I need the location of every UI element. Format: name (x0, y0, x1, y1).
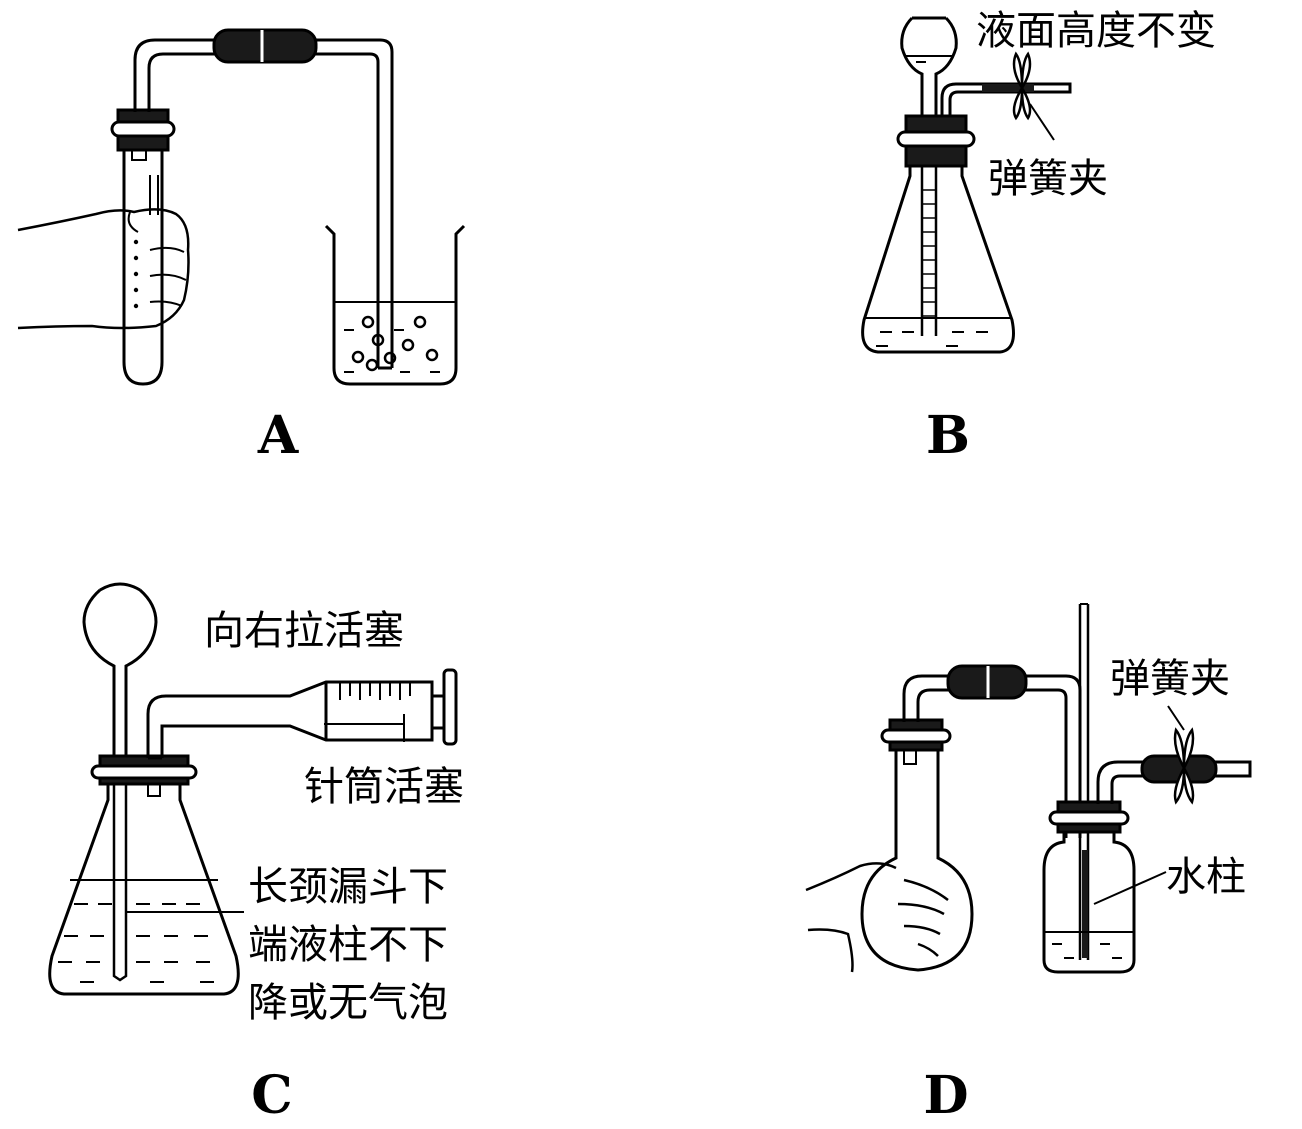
panel-d (805, 603, 1252, 974)
water-column-pointer (1093, 871, 1167, 905)
hand-dots (133, 239, 139, 309)
conical-flask-c (48, 782, 240, 996)
thistle-funnel-b (900, 16, 958, 116)
beaker-a (324, 224, 466, 386)
panel-label-a: A (257, 405, 299, 466)
funnel-note-line3: 降或无气泡 (248, 980, 448, 1026)
rubber-connector-a (212, 28, 318, 64)
liquid-level-label: 液面高度不变 (976, 8, 1216, 54)
spring-clamp-label-d: 弹簧夹 (1110, 656, 1230, 702)
water-column (1082, 850, 1088, 958)
hand-a (17, 208, 190, 330)
panel-b (861, 16, 1072, 354)
spring-clamp-d (1173, 727, 1195, 805)
hand-d (805, 862, 949, 973)
syringe-plunger-label: 针筒活塞 (304, 764, 464, 810)
panel-label-b: B (926, 405, 970, 466)
panel-label-c: C (251, 1065, 292, 1125)
round-flask-d (860, 744, 974, 972)
syringe-c (324, 668, 458, 746)
clamp-pointer-d (1167, 705, 1185, 731)
clamp-pointer-b (1029, 103, 1055, 141)
funnel-note-line1: 长颈漏斗下 (248, 864, 448, 910)
panel-label-d: D (923, 1065, 968, 1125)
spring-clamp-label-b: 弹簧夹 (988, 156, 1108, 202)
conical-flask-b (861, 160, 1015, 354)
bottle-d (1042, 830, 1136, 974)
spring-clamp-b (1012, 51, 1032, 121)
delivery-tube-a (133, 38, 394, 368)
funnel-note-line2: 端液柱不下 (248, 922, 448, 968)
test-tube (122, 138, 164, 386)
pull-plunger-label: 向右拉活塞 (204, 608, 404, 654)
panel-a (17, 28, 466, 386)
panel-c (48, 582, 458, 996)
water-column-label: 水柱 (1166, 854, 1246, 900)
thistle-funnel-c (82, 582, 158, 760)
gas-bubbles (351, 315, 439, 372)
